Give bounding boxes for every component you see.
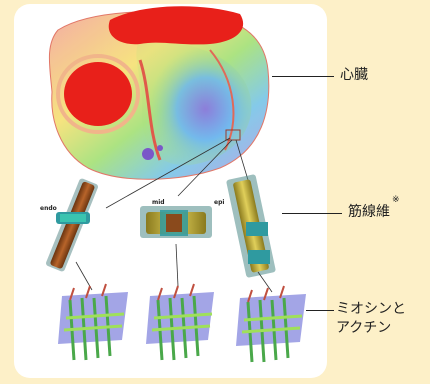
filament-bundle-1 xyxy=(58,284,128,360)
heart-label: 心臓 xyxy=(340,66,368,84)
fiber-endo xyxy=(45,178,99,273)
muscle-fiber-label: 筋線維 xyxy=(348,203,390,221)
fiber-callout-line xyxy=(282,213,342,214)
fiber-tag-endo: endo xyxy=(40,205,57,212)
filament-callout-line xyxy=(306,310,334,311)
fiber-tag-mid: mid xyxy=(152,199,165,206)
fiber-mid xyxy=(140,206,212,238)
note-mark: ※ xyxy=(392,195,400,205)
myosin-actin-label-line1: ミオシンと xyxy=(336,300,406,318)
fiber-epi xyxy=(226,174,276,278)
heart-model xyxy=(49,6,268,179)
filament-bundle-3 xyxy=(236,286,306,362)
heart-callout-line xyxy=(272,76,334,77)
filament-bundle-2 xyxy=(146,284,214,360)
myosin-actin-label-line2: アクチン xyxy=(336,319,391,337)
fiber-tag-epi: epi xyxy=(214,199,224,206)
